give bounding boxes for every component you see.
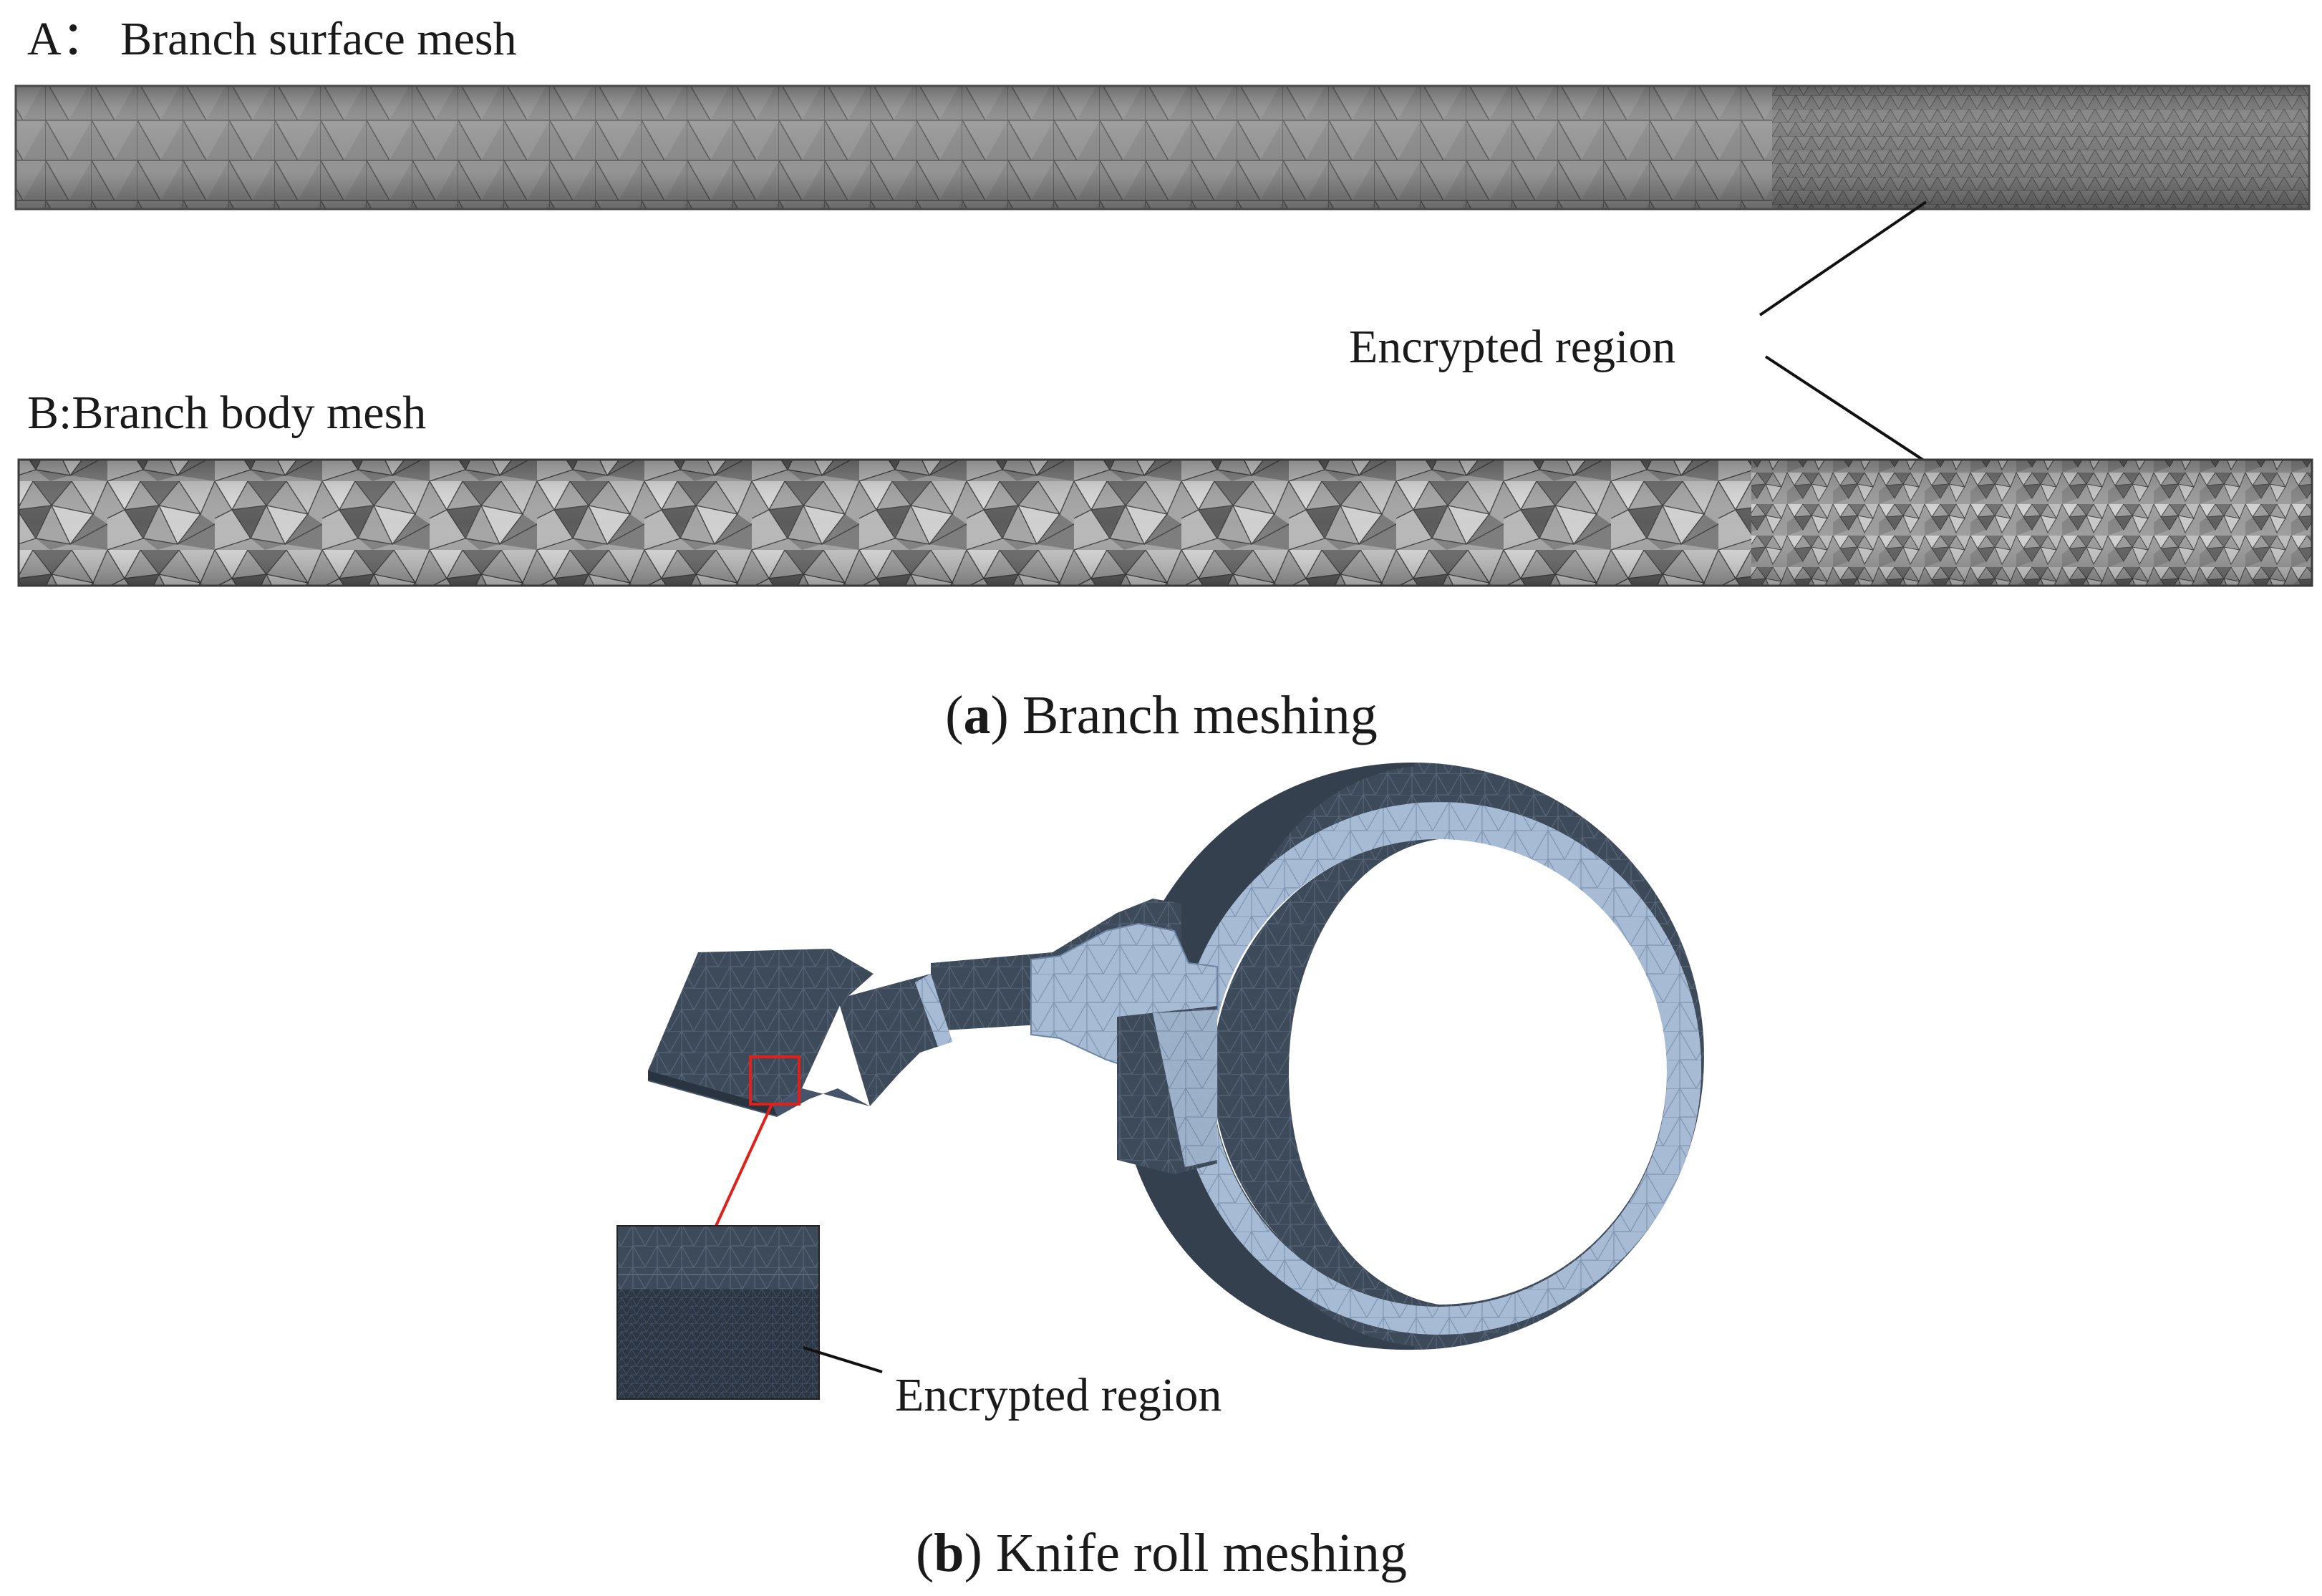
inset-marker-box bbox=[749, 1055, 800, 1106]
branch-surface-mesh bbox=[14, 84, 2311, 211]
surface-encrypted-annotation: Encrypted region bbox=[1349, 321, 1675, 373]
encrypted-region-inset bbox=[616, 1225, 820, 1400]
caption-a: (a) Branch meshing bbox=[945, 685, 1378, 745]
caption-a-letter: a bbox=[963, 685, 990, 745]
caption-b-letter: b bbox=[934, 1523, 964, 1583]
knife-encrypted-annotation: Encrypted region bbox=[895, 1369, 1222, 1421]
leader-line-to-surface bbox=[1759, 200, 1927, 316]
branch-body-mesh bbox=[17, 458, 2313, 587]
surface-mesh-label: A： Branch surface mesh bbox=[27, 13, 517, 65]
inset-leader-line bbox=[803, 1346, 883, 1373]
panel-b: Encrypted region (b) Knife roll meshing bbox=[616, 763, 1704, 1583]
inset-connector-line bbox=[715, 1103, 773, 1227]
panel-a: A： Branch surface mesh Encrypted region … bbox=[14, 13, 2313, 745]
knife-roll-model bbox=[648, 763, 1704, 1350]
body-mesh-label: B:Branch body mesh bbox=[27, 387, 426, 439]
caption-b: (b) Knife roll meshing bbox=[916, 1523, 1407, 1583]
leader-line-to-body bbox=[1764, 355, 1950, 478]
caption-a-text: Branch meshing bbox=[1009, 685, 1378, 745]
caption-b-text: Knife roll meshing bbox=[982, 1523, 1407, 1583]
